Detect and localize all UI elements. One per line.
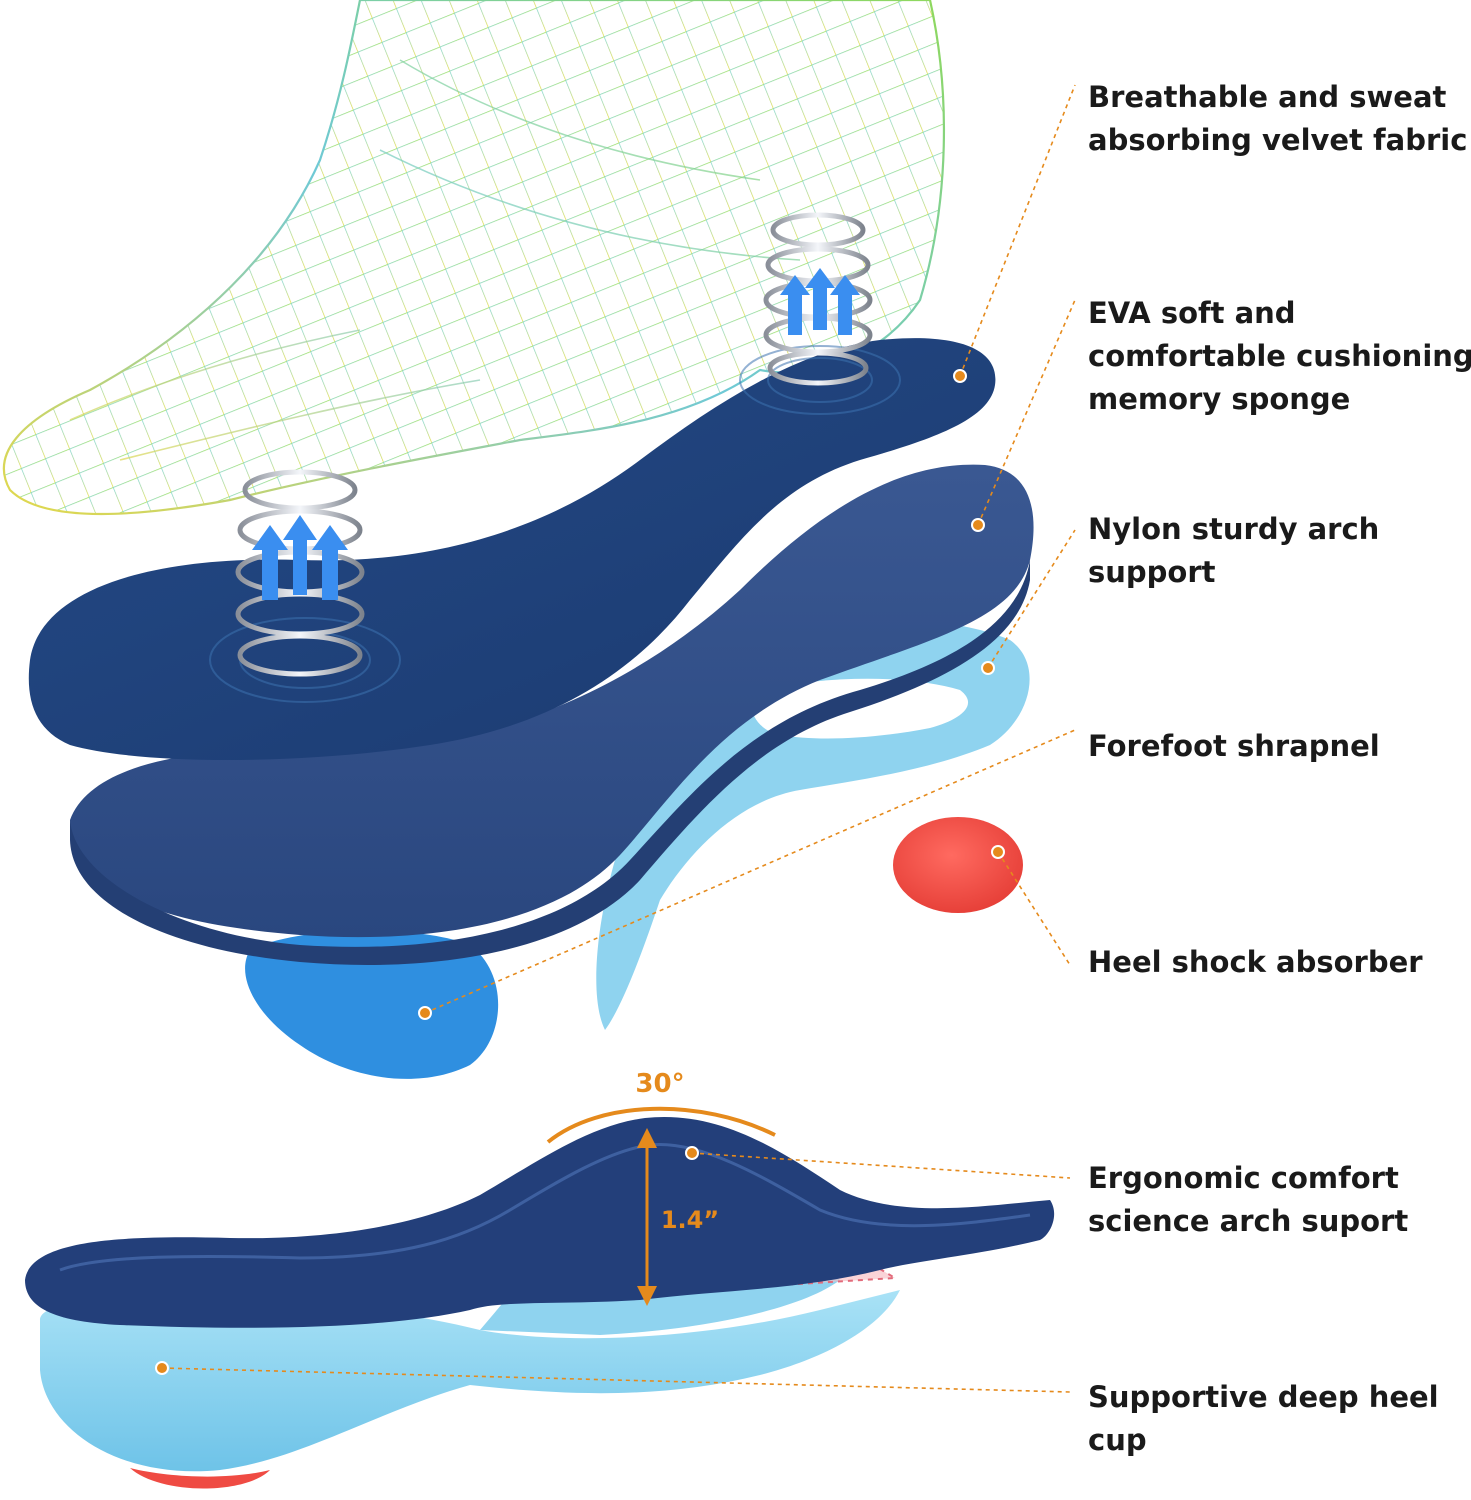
- heel-cup-shell: [40, 1290, 900, 1472]
- eva-sponge-layer: [70, 464, 1034, 938]
- callout-line-heel: [997, 851, 1071, 966]
- label-line: Forefoot shrapnel: [1088, 729, 1380, 763]
- label-ergonomic-arch: Ergonomic comfort science arch suport: [1088, 1157, 1468, 1243]
- foot-mesh-contour: [69, 59, 801, 461]
- eva-sponge-edge: [70, 560, 1030, 965]
- callout-dot-forefoot: [418, 1006, 432, 1020]
- label-line: Nylon sturdy arch: [1088, 512, 1380, 546]
- callout-dot-heel: [991, 845, 1005, 859]
- foot-wireframe: [2, 0, 946, 516]
- label-line: Supportive deep heel: [1088, 1380, 1439, 1414]
- callout-line-nylon: [987, 529, 1076, 669]
- label-line: science arch suport: [1088, 1204, 1409, 1238]
- label-line: Heel shock absorber: [1088, 945, 1423, 979]
- forefoot-pad: [245, 930, 499, 1079]
- height-arrow-head-bottom: [637, 1286, 657, 1306]
- velvet-fabric-layer: [28, 338, 996, 760]
- heel-shock-absorber-disc: [893, 817, 1023, 913]
- assembled-insole: [25, 1116, 1055, 1489]
- label-heel-shock: Heel shock absorber: [1088, 941, 1468, 984]
- insole-top-layer: [25, 1116, 1055, 1328]
- label-velvet-fabric: Breathable and sweat absorbing velvet fa…: [1088, 76, 1468, 162]
- callout-dot-heel-cup: [155, 1361, 169, 1375]
- heel-red-base: [130, 1468, 270, 1489]
- callout-line-eva: [977, 299, 1076, 526]
- callout-dot-velvet: [953, 369, 967, 383]
- callout-dots: [155, 369, 1005, 1375]
- label-line: absorbing velvet fabric: [1088, 123, 1468, 157]
- label-line: Ergonomic comfort: [1088, 1161, 1399, 1195]
- label-deep-heel-cup: Supportive deep heel cup: [1088, 1376, 1468, 1462]
- forefoot-spring-arrows: [252, 515, 348, 600]
- insole-top-surface: [59, 1143, 1031, 1272]
- callout-lines: [161, 84, 1076, 1393]
- label-line: memory sponge: [1088, 382, 1351, 416]
- label-line: cup: [1088, 1423, 1147, 1457]
- callout-line-ergonomic: [691, 1152, 1071, 1179]
- label-nylon-arch: Nylon sturdy arch support: [1088, 508, 1468, 594]
- angle-value: 30°: [635, 1069, 684, 1099]
- arch-height-value: 1.4”: [661, 1206, 719, 1234]
- callout-dot-ergonomic: [685, 1146, 699, 1160]
- label-line: support: [1088, 555, 1216, 589]
- label-line: Breathable and sweat: [1088, 80, 1447, 114]
- angle-arc: [546, 1106, 776, 1144]
- foot-mesh-shape: [2, 0, 946, 516]
- label-eva-sponge: EVA soft and comfortable cushioning memo…: [1088, 292, 1471, 421]
- heel-spring-arrows: [780, 268, 860, 335]
- callout-dot-eva: [971, 518, 985, 532]
- label-line: comfortable cushioning: [1088, 339, 1471, 373]
- height-arrow-head-top: [637, 1128, 657, 1148]
- callout-dot-nylon: [981, 661, 995, 675]
- label-forefoot-shrapnel: Forefoot shrapnel: [1088, 725, 1468, 768]
- callout-line-forefoot: [424, 729, 1076, 1014]
- label-line: EVA soft and: [1088, 296, 1296, 330]
- callout-line-velvet: [959, 84, 1076, 377]
